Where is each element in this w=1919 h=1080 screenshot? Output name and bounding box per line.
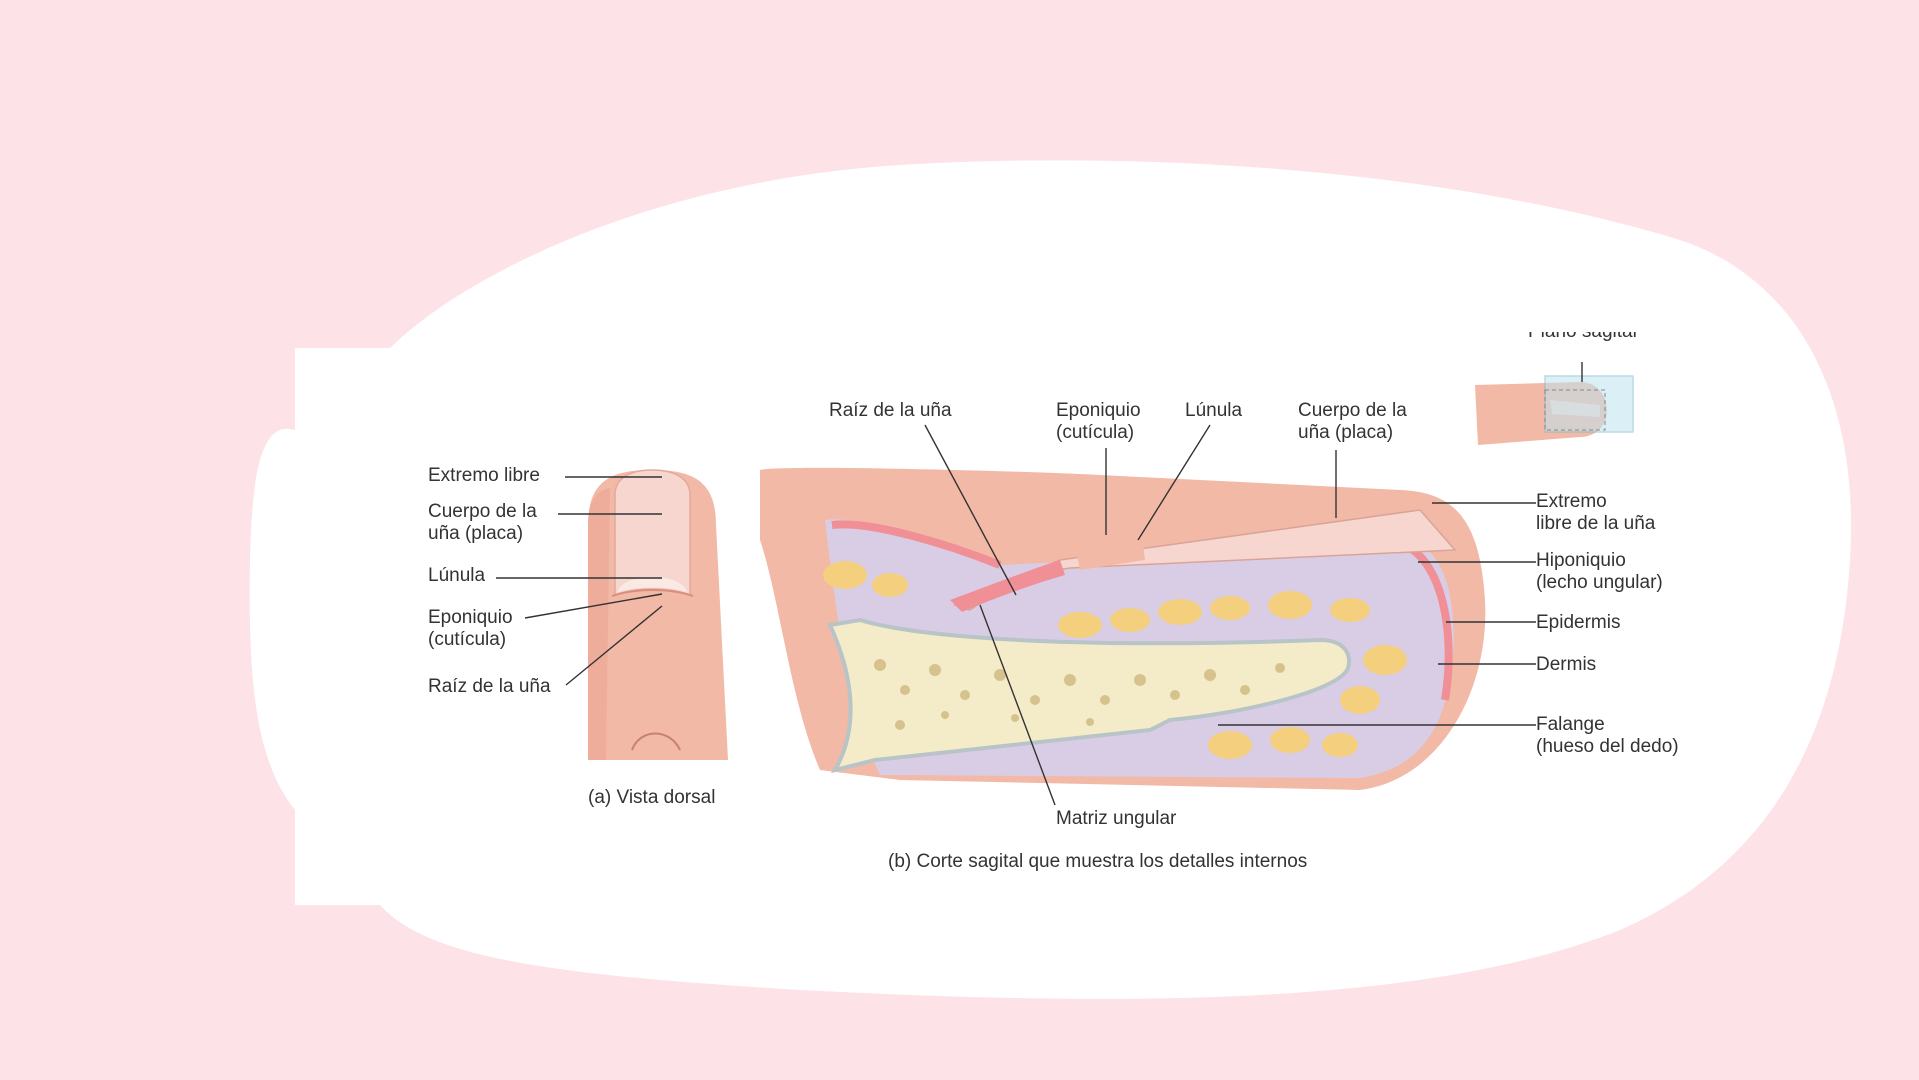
sagittal-caption: (b) Corte sagital que muestra los detall… [888, 851, 1308, 872]
dorsal-label-nail-root: Raíz de la uña [428, 676, 551, 697]
dorsal-finger [588, 469, 728, 760]
sagittal-label-eponychium-line1: Eponiquio [1056, 400, 1141, 421]
sagittal-label-lunula: Lúnula [1185, 400, 1243, 421]
sagittal-plane-inset [1475, 362, 1634, 445]
inset-plane [1544, 375, 1634, 433]
fat-lobules [823, 561, 1407, 759]
dorsal-knuckle-crease [631, 732, 681, 751]
sagittal-label-hyponychium-line2: (lecho ungular) [1536, 572, 1663, 593]
sagittal-label-free-edge: Extremo libre de la uña [1536, 491, 1655, 535]
sagittal-bone [827, 617, 1351, 774]
bone-spongy-texture [874, 659, 1285, 730]
sagittal-label-nail-matrix: Matriz ungular [1056, 808, 1177, 829]
sagittal-label-eponychium: Eponiquio (cutícula) [1056, 400, 1141, 444]
dorsal-label-eponychium-line2: (cutícula) [428, 629, 507, 650]
sagittal-label-phalanx: Falange (hueso del dedo) [1536, 714, 1679, 758]
sagittal-label-nail-root: Raíz de la uña [829, 400, 952, 421]
sagittal-leaders [924, 424, 1536, 806]
dorsal-caption: (a) Vista dorsal [588, 787, 716, 808]
sagittal-label-phalanx-line2: (hueso del dedo) [1536, 736, 1679, 757]
sagittal-label-hyponychium-line1: Hiponiquio [1536, 550, 1626, 571]
sagittal-eponychium-fold [1075, 518, 1145, 570]
sagittal-label-hyponychium: Hiponiquio (lecho ungular) [1536, 550, 1663, 594]
sagittal-label-dermis: Dermis [1536, 654, 1597, 675]
sagittal-label-free-edge-line1: Extremo [1536, 491, 1607, 512]
inset-label: Plano sagital [1528, 332, 1637, 343]
dorsal-nail-plate [614, 469, 691, 597]
dorsal-leaders [496, 476, 663, 686]
dorsal-eponychium [611, 589, 694, 597]
sagittal-epidermis [831, 520, 1453, 701]
inset-label-clip: Plano sagital [1500, 332, 1670, 348]
dorsal-label-nail-body-line2: uña (placa) [428, 523, 524, 544]
dorsal-label-eponychium-line1: Eponiquio [428, 607, 513, 628]
sagittal-label-epidermis: Epidermis [1536, 612, 1621, 633]
dorsal-label-free-edge: Extremo libre [428, 465, 540, 486]
dorsal-label-lunula: Lúnula [428, 565, 486, 586]
sagittal-label-nail-body-line2: uña (placa) [1298, 422, 1394, 443]
inset-plane-dash [1544, 389, 1606, 431]
sagittal-label-eponychium-line2: (cutícula) [1056, 422, 1135, 443]
dorsal-label-nail-body-line1: Cuerpo de la [428, 501, 537, 522]
finger-shading [588, 488, 610, 760]
sagittal-label-nail-body: Cuerpo de la uña (placa) [1298, 400, 1407, 444]
sagittal-section [760, 467, 1486, 790]
dorsal-label-eponychium: Eponiquio (cutícula) [428, 607, 513, 651]
sagittal-label-nail-body-line1: Cuerpo de la [1298, 400, 1407, 421]
sagittal-label-free-edge-line2: libre de la uña [1536, 513, 1656, 534]
dorsal-lunula [618, 577, 687, 592]
sagittal-nail-root [950, 560, 1065, 612]
sagittal-label-phalanx-line1: Falange [1536, 714, 1605, 735]
dorsal-label-nail-body: Cuerpo de la uña (placa) [428, 501, 537, 545]
